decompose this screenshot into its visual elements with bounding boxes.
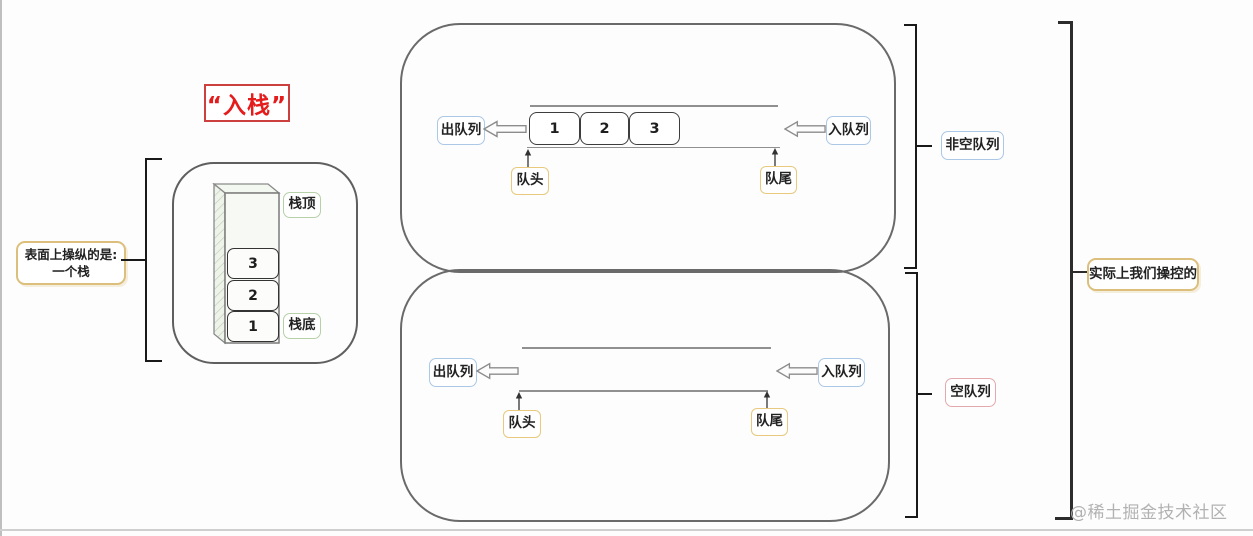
- nonempty-queue-container: [400, 23, 896, 273]
- juejin-watermark: @稀土掘金技术社区: [1070, 503, 1228, 523]
- surface-note-line2: 一个栈: [52, 264, 90, 279]
- enqueue-arrow-icon: [784, 120, 826, 138]
- bottom-border-line: [0, 529, 1253, 531]
- tail-pointer-arrow-icon: [763, 391, 771, 409]
- empty-queue-container: [400, 269, 890, 522]
- queue-element: 3: [629, 112, 680, 145]
- nonempty-queue-bracket-bottom-tick: [904, 266, 917, 269]
- stack-element: 3: [227, 248, 279, 279]
- head-pointer-arrow-icon: [524, 149, 532, 167]
- overall-bracket-mid-tick: [1072, 271, 1087, 274]
- nonempty-queue-bracket-mid-tick: [917, 145, 933, 147]
- empty-queue-bracket-mid-tick: [918, 393, 933, 395]
- stack-bracket: [145, 158, 148, 362]
- nonempty-queue-bracket: [915, 24, 918, 269]
- left-border-line: [0, 0, 2, 536]
- dequeue-label: 出队列: [437, 116, 485, 145]
- surface-note-line1: 表面上操纵的是:: [24, 247, 118, 262]
- enqueue-label: 入队列: [826, 116, 871, 145]
- stack-bracket-bottom-tick: [145, 359, 162, 362]
- queue-track-top-line: [530, 105, 778, 107]
- overall-bracket-top-tick: [1058, 21, 1072, 24]
- head-label: 队头: [503, 410, 541, 438]
- stack-element: 2: [227, 280, 279, 311]
- stack-top-label: 栈顶: [283, 192, 321, 218]
- stack-group-container: [172, 162, 358, 364]
- queue-track-bottom-line: [527, 146, 780, 149]
- stack-bottom-label: 栈底: [283, 313, 321, 339]
- queue-element: 1: [529, 112, 580, 145]
- dequeue-arrow-icon: [476, 362, 519, 380]
- overall-bracket-bottom-tick: [1055, 517, 1072, 520]
- nonempty-queue-bracket-top-tick: [904, 24, 917, 27]
- empty-queue-label: 空队列: [945, 378, 996, 407]
- stack-bracket-top-tick: [145, 158, 162, 161]
- tail-label: 队尾: [751, 408, 788, 436]
- queue-track-top-line: [522, 347, 771, 349]
- dequeue-arrow-icon: [483, 120, 527, 138]
- empty-queue-bracket: [916, 272, 919, 518]
- surface-note: 表面上操纵的是: 一个栈: [16, 241, 126, 285]
- overall-note: 实际上我们操控的: [1087, 258, 1199, 291]
- head-pointer-arrow-icon: [515, 392, 523, 410]
- nonempty-queue-label: 非空队列: [941, 131, 1004, 160]
- head-label: 队头: [511, 167, 549, 195]
- dequeue-label: 出队列: [429, 358, 477, 387]
- empty-queue-bracket-top-tick: [905, 272, 918, 275]
- overall-bracket: [1070, 21, 1073, 520]
- surface-note-connector: [121, 259, 146, 261]
- queue-track-bottom-line: [519, 390, 768, 392]
- tail-label: 队尾: [760, 166, 797, 194]
- enqueue-arrow-icon: [776, 362, 818, 380]
- push-stack-title: “入栈”: [204, 84, 290, 122]
- enqueue-label: 入队列: [818, 358, 865, 387]
- stack-element: 1: [227, 311, 279, 342]
- queue-element: 2: [580, 112, 629, 145]
- tail-pointer-arrow-icon: [771, 148, 779, 166]
- empty-queue-bracket-bottom-tick: [905, 515, 918, 518]
